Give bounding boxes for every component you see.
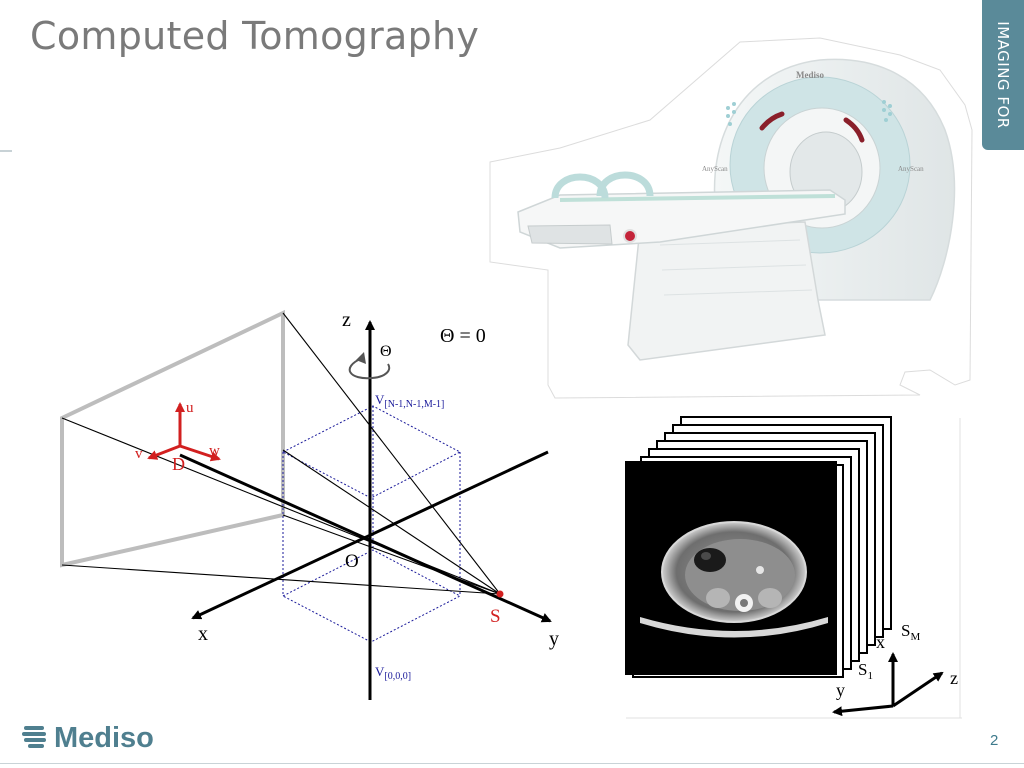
detector-v-axis	[147, 444, 181, 460]
origin-label: O	[345, 551, 359, 572]
slice-first-label-text: S	[858, 660, 867, 679]
ct-geometry-diagram: z x y Θ Θ = 0 V[N-1,N-1,M-1] V[0,0,0] O …	[60, 309, 559, 700]
detector-label: D	[172, 454, 185, 474]
ct-bowel-detail	[701, 552, 711, 560]
table-button	[623, 229, 637, 243]
scanner-model-label-right: AnyScan	[898, 165, 924, 173]
detector-w-axis	[179, 444, 221, 462]
ct-kidney-right	[758, 588, 782, 608]
slice-first-label-text-subscript: 1	[867, 670, 873, 682]
stack-y-label: y	[836, 680, 845, 700]
stack-z-label: z	[950, 668, 958, 688]
brand-tab: IMAGING FOR LIFE	[952, 0, 1024, 150]
footer-divider	[0, 763, 1024, 764]
table-mattress	[559, 194, 836, 202]
ct-spinal-canal	[740, 599, 748, 607]
ct-slice-image	[625, 461, 837, 675]
z-axis-label: z	[342, 309, 351, 331]
indicator-light-right	[843, 117, 865, 143]
detector-u-label: u	[186, 400, 194, 416]
x-axis-label: x	[198, 623, 208, 645]
source-point	[496, 590, 504, 598]
ct-scanner-image: Mediso AnyScan AnyScan	[489, 37, 973, 399]
detector-plane	[60, 309, 285, 568]
ct-bowel-gas	[694, 548, 726, 572]
y-axis-label: y	[549, 628, 559, 650]
detector-v-label: v	[135, 446, 143, 462]
rotation-symbol: Θ	[380, 343, 392, 360]
gantry-control-panel-left	[726, 102, 736, 126]
x-axis	[191, 450, 549, 620]
detector-axes	[147, 402, 221, 462]
table-head-end	[527, 224, 613, 245]
stack-z-axis	[892, 671, 944, 708]
source-label: S	[490, 606, 501, 627]
angle-equation: Θ = 0	[440, 325, 486, 347]
slide-title: Computed Tomography	[30, 14, 480, 58]
slice-stack-diagram: SM S1 x y z	[625, 416, 962, 719]
slice-last-label-text: S	[901, 621, 910, 640]
ct-scanner-couch	[640, 617, 828, 638]
table-handle-back	[596, 171, 654, 197]
mediso-logo-icon	[22, 726, 46, 748]
table-base-panels	[659, 239, 813, 296]
mediso-logo: Mediso	[22, 720, 154, 756]
stack-x-label: x	[876, 632, 885, 652]
scanner-brand-label: Mediso	[796, 70, 824, 80]
mediso-logo-text: Mediso	[54, 721, 154, 754]
slice-last-label: SM	[901, 621, 920, 643]
scanner-model-label-left: AnyScan	[702, 165, 728, 173]
y-axis	[179, 453, 552, 623]
scanner-photo-outline	[489, 37, 973, 399]
rotation-arrow	[348, 357, 391, 380]
slice-last-label-text-subscript: M	[910, 631, 920, 643]
voxel-bottom-label: V[0,0,0]	[375, 664, 411, 682]
rotation-arrowhead	[356, 352, 366, 364]
voxel-top-label: V[N-1,N-1,M-1]	[375, 392, 444, 410]
slice-first-label: S1	[858, 660, 873, 682]
ct-aorta	[756, 566, 764, 574]
gantry-control-panel-right	[882, 100, 892, 122]
indicator-light-left	[759, 111, 785, 131]
title-divider	[0, 150, 12, 152]
patient-table-base	[627, 221, 826, 361]
stack-y-axis	[832, 704, 894, 717]
ct-kidney-left	[706, 588, 730, 608]
detector-w-label: w	[209, 443, 220, 459]
page-number: 2	[990, 732, 999, 749]
